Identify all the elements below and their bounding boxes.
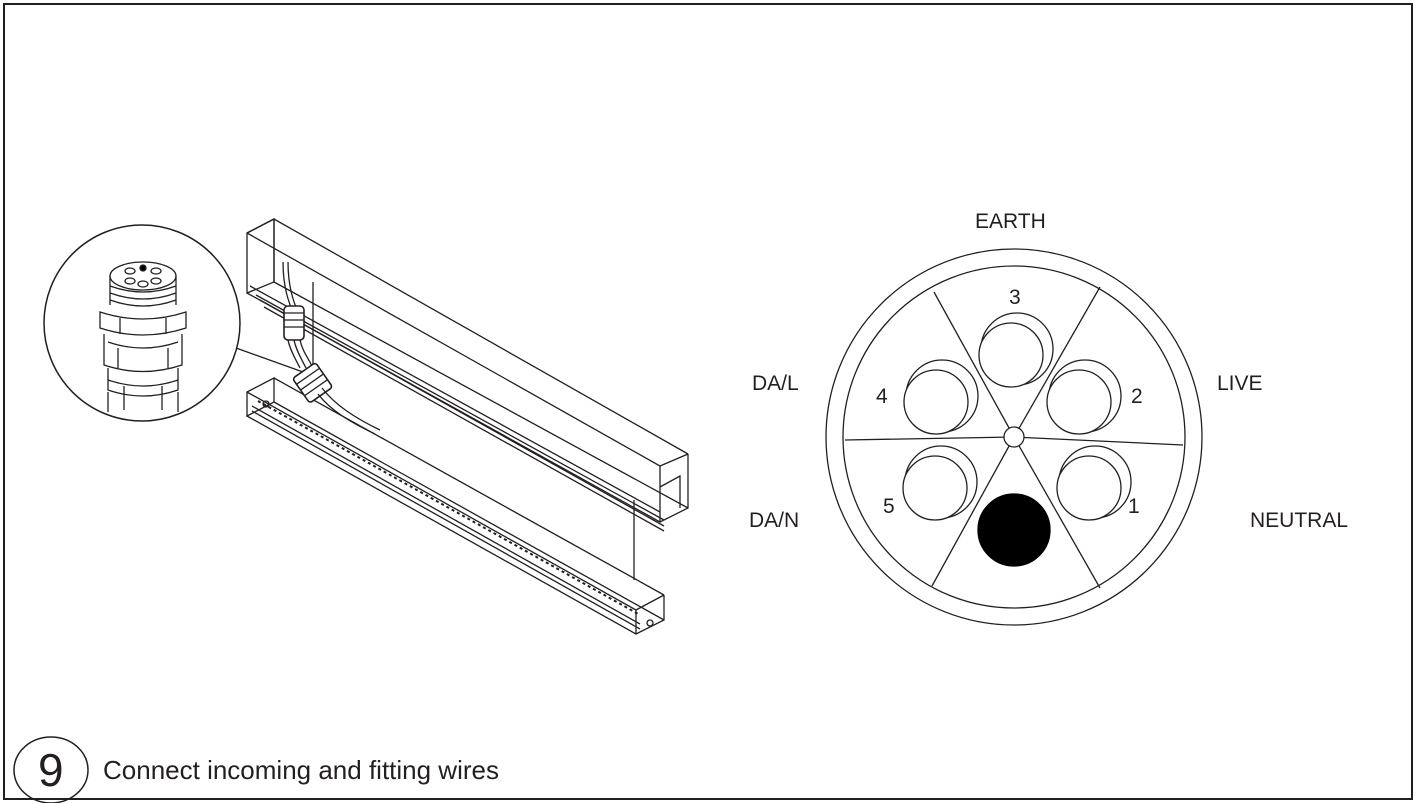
pin-2-socket — [1046, 359, 1122, 435]
divider — [1013, 286, 1101, 438]
luminaire-illustration — [235, 217, 689, 635]
callout-line — [235, 347, 304, 373]
upper-housing — [246, 217, 689, 532]
da-l-label: DA/L — [752, 372, 799, 395]
pin-1-socket — [1056, 445, 1132, 521]
divider — [1013, 436, 1101, 589]
panel-border — [3, 3, 1413, 800]
step-number: 9 — [38, 744, 64, 796]
pin-1-number: 1 — [1128, 495, 1140, 518]
pin-5-number: 5 — [883, 495, 895, 518]
connector-zoom-detail — [43, 224, 241, 422]
step-badge-circle — [13, 736, 89, 803]
cable-connector — [282, 261, 381, 435]
lower-profile — [246, 376, 665, 635]
keyed-solid-pin — [977, 493, 1051, 567]
pin-5-socket — [902, 445, 978, 521]
pin-2-number: 2 — [1131, 385, 1143, 408]
divider — [844, 436, 1015, 441]
neutral-label: NEUTRAL — [1250, 509, 1349, 532]
pin-4-socket — [903, 359, 979, 435]
pin-3-socket — [978, 312, 1054, 388]
da-n-label: DA/N — [749, 509, 800, 532]
earth-label: EARTH — [975, 210, 1046, 233]
divider — [933, 291, 1015, 438]
pinout-inner-ring — [842, 265, 1186, 609]
divider — [1013, 436, 1184, 446]
pin-3-number: 3 — [1009, 286, 1021, 309]
centre-hole — [1003, 426, 1025, 448]
pin-4-number: 4 — [876, 385, 888, 408]
step-caption: Connect incoming and fitting wires — [103, 755, 499, 785]
pinout-diagram — [825, 248, 1203, 626]
live-label: LIVE — [1217, 372, 1263, 395]
divider — [931, 436, 1015, 587]
